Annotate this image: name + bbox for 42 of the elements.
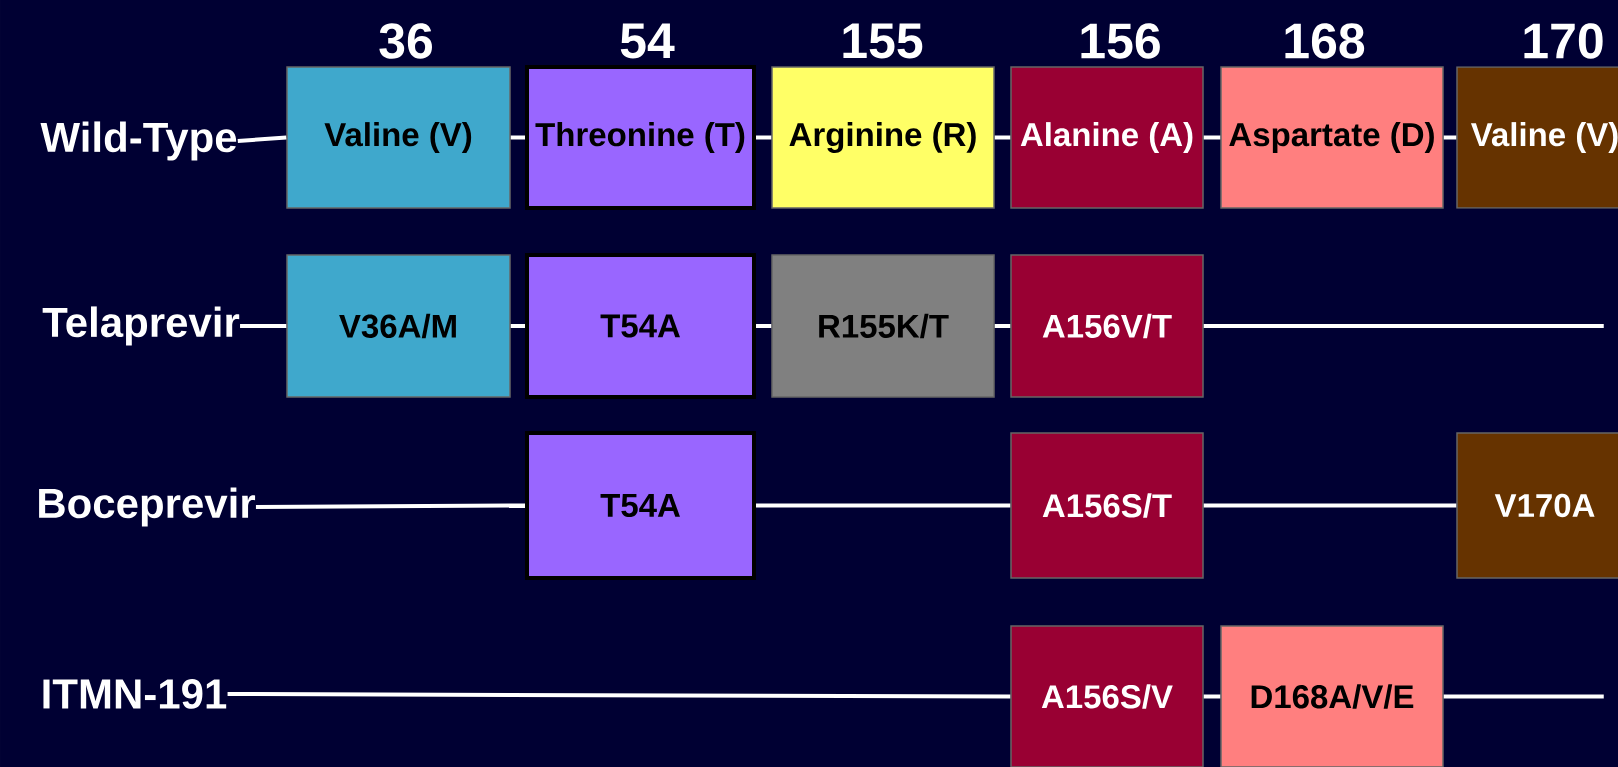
row-label: Boceprevir [39,487,256,527]
residue-box: Aspartate (D) [1220,66,1444,209]
connector-line [237,135,287,143]
residue-box: Valine (V) [1456,66,1618,209]
position-number: 36 [379,23,432,59]
connector-line [510,324,525,328]
residue-box: A156V/T [1010,254,1204,398]
residue-box: Threonine (T) [525,65,756,210]
residue-box: A156S/T [1010,432,1204,579]
connector-line [994,135,1011,140]
connector-line [240,324,287,328]
position-number: 170 [1524,23,1603,59]
connector-line [1203,503,1457,508]
residue-box: V170A [1456,432,1618,579]
residue-box: Valine (V) [286,66,511,209]
connector-line [756,503,1011,508]
connector-line [1443,135,1457,140]
connector-line [1203,324,1604,328]
connector-line [994,324,1011,328]
connector-line [255,503,526,509]
row-label: ITMN-191 [43,679,227,709]
residue-box: Arginine (R) [771,66,995,209]
residue-box: Alanine (A) [1010,66,1204,209]
residue-box: A156S/V [1010,625,1204,767]
row-label: Wild-Type [40,121,237,161]
position-number: 156 [1081,23,1160,59]
connector-line [756,324,772,328]
row-label: Telaprevir [42,306,240,346]
residue-box: T54A [525,431,756,580]
connector-line [510,135,525,140]
connector-line [1203,135,1221,140]
residue-box: D168A/V/E [1220,625,1444,767]
residue-box: V36A/M [286,254,511,398]
residue-box: R155K/T [771,254,995,398]
position-number: 54 [620,23,675,59]
position-number: 155 [843,23,923,59]
position-number: 168 [1285,23,1365,59]
connector-line [1443,694,1604,699]
connector-line [227,692,1011,699]
connector-line [756,135,772,140]
residue-box: T54A [525,253,756,399]
connector-line [1203,694,1221,699]
